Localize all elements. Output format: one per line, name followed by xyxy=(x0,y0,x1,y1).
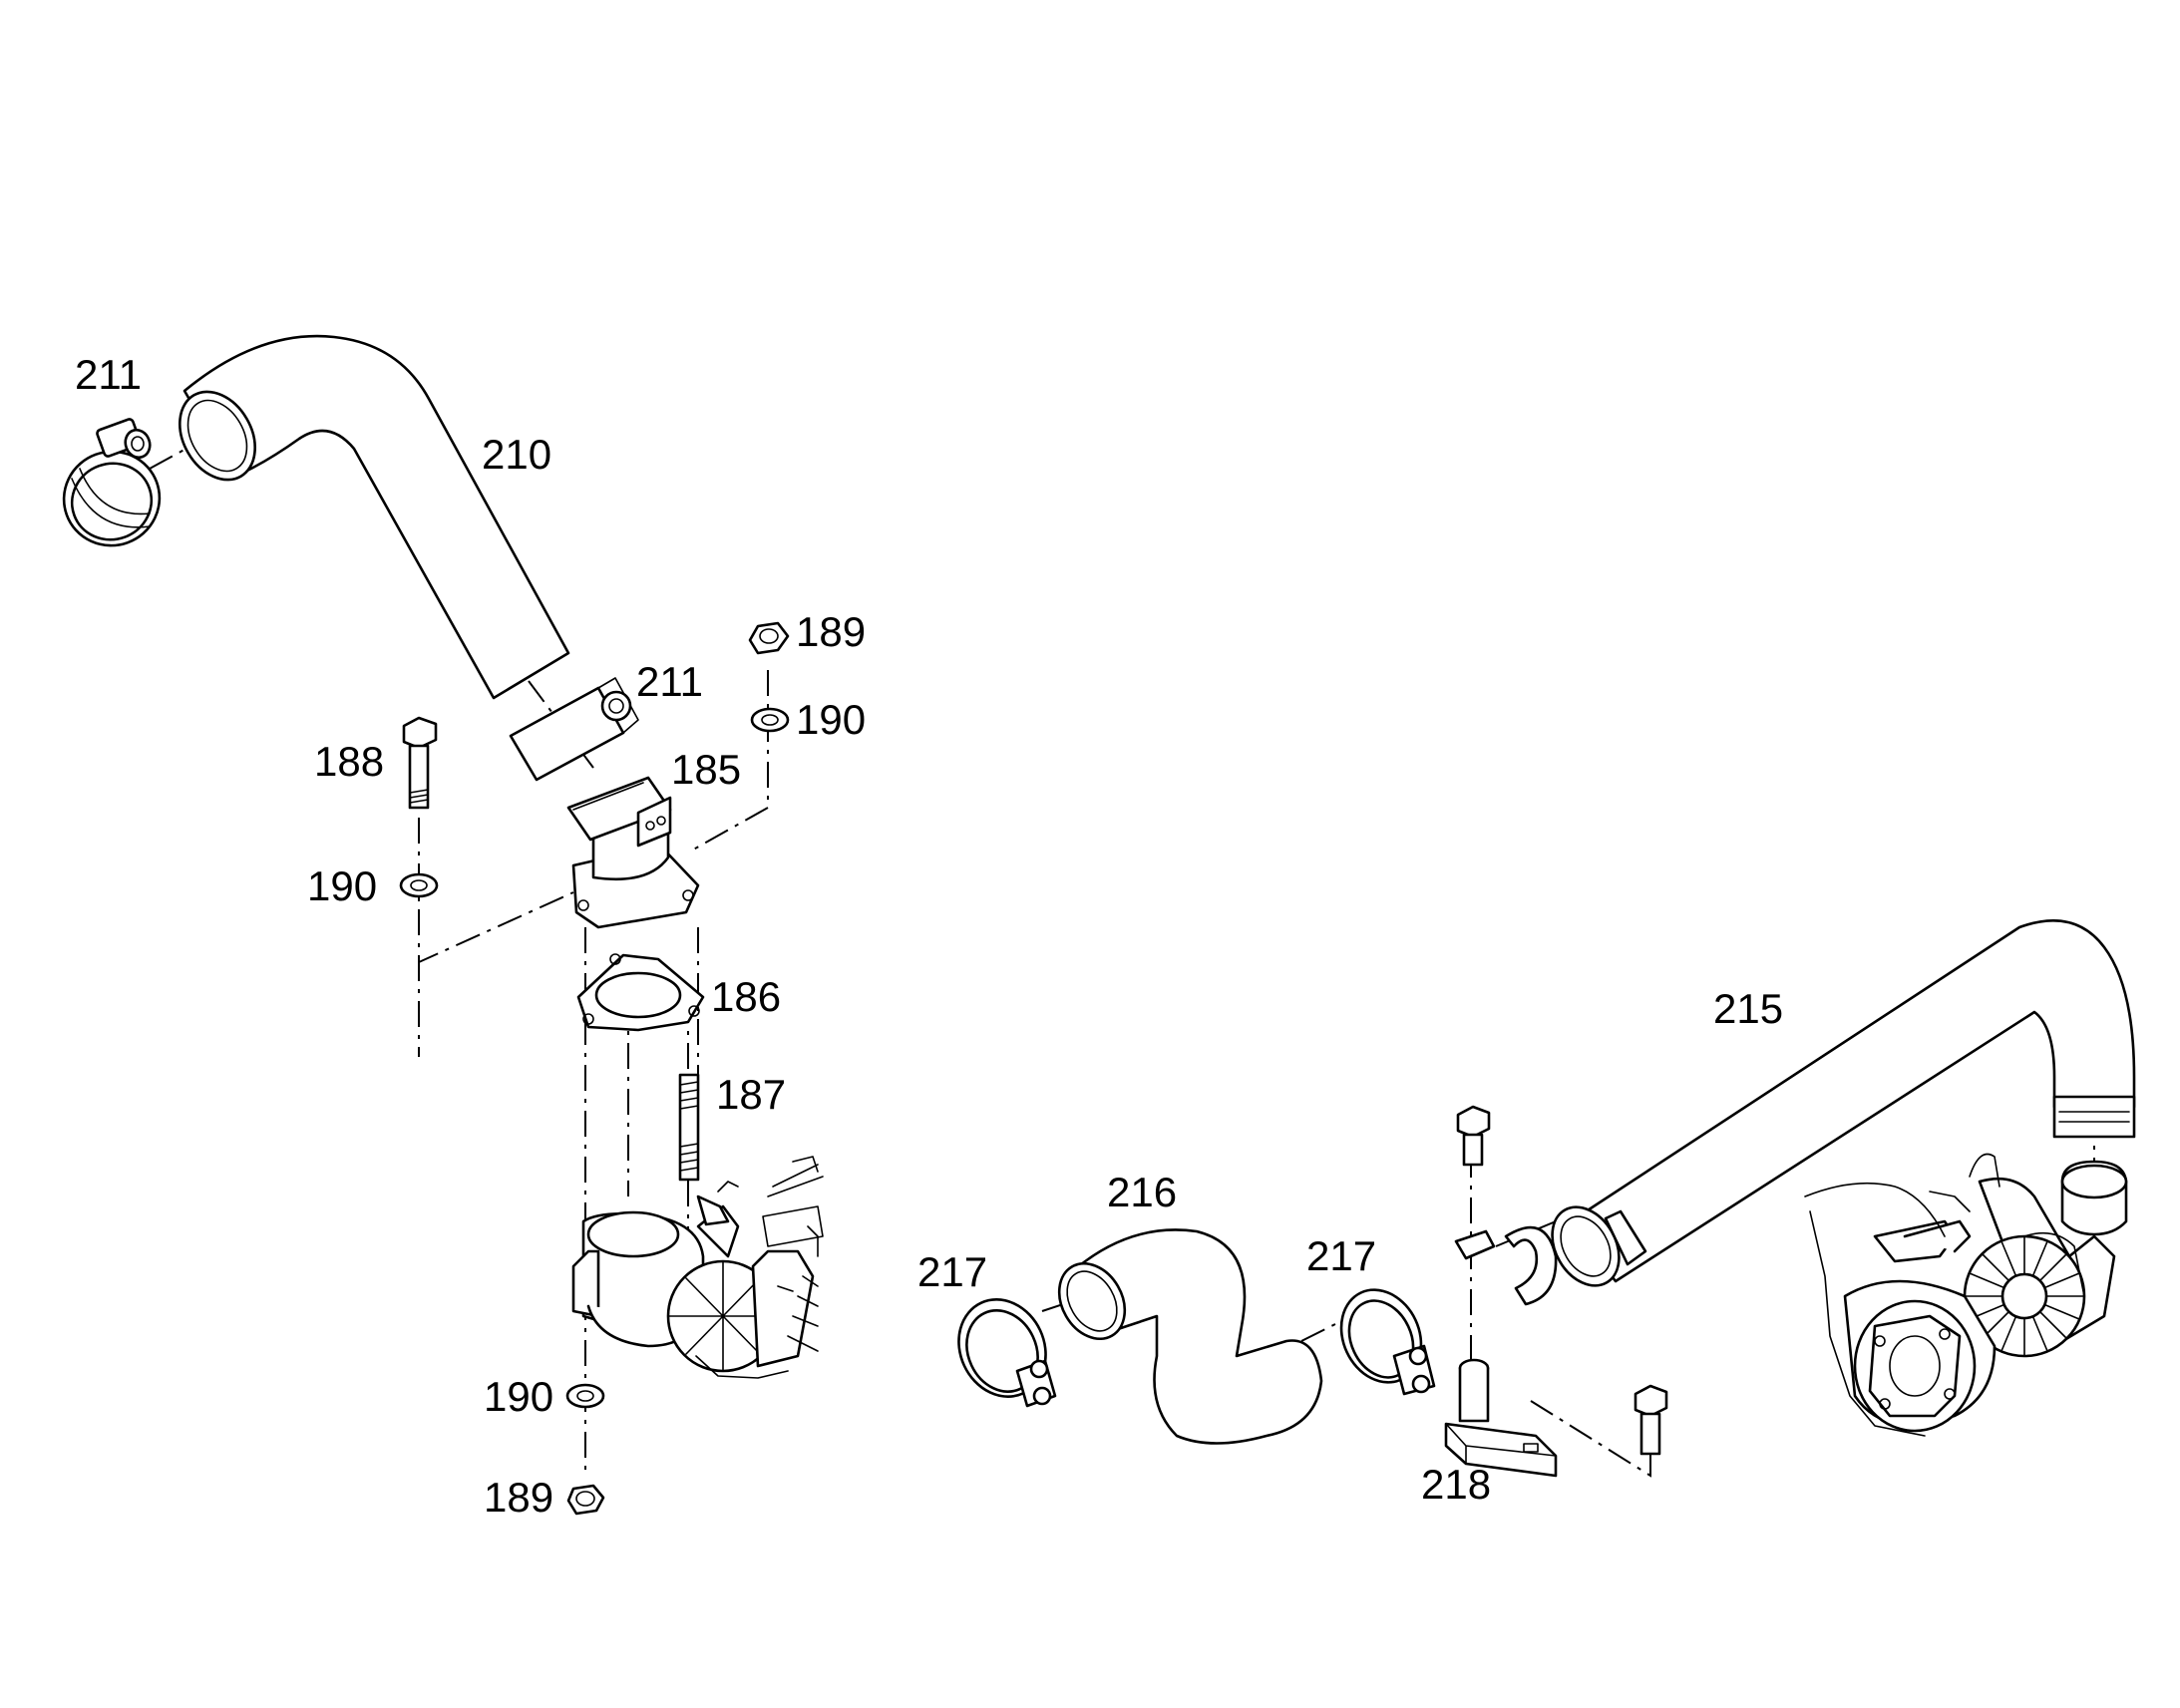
sleeve-211-middle xyxy=(509,677,639,782)
washer-190-top xyxy=(750,707,790,733)
callout-217-left: 217 xyxy=(917,1248,987,1295)
callout-190-top: 190 xyxy=(796,696,866,743)
bolt-right xyxy=(1634,1384,1668,1456)
callout-211-top: 211 xyxy=(75,351,142,398)
band-clamp-217-left xyxy=(957,1298,1057,1408)
washer-190-left xyxy=(399,872,439,898)
callout-215: 215 xyxy=(1713,985,1783,1032)
flanged-elbow-185 xyxy=(566,776,700,929)
callout-188: 188 xyxy=(314,738,384,785)
callout-216: 216 xyxy=(1107,1169,1177,1215)
band-clamp-217-right xyxy=(1339,1288,1436,1396)
callout-189-top: 189 xyxy=(796,608,866,655)
bolt-188 xyxy=(402,716,438,810)
bolt-upper-bracket xyxy=(1456,1105,1491,1167)
half-clamp-bracket xyxy=(1454,1225,1558,1306)
hose-clamp-211-top xyxy=(62,418,162,547)
nut-189-bottom xyxy=(566,1484,605,1516)
support-bracket-218 xyxy=(1444,1358,1558,1478)
gasket-186 xyxy=(576,953,705,1032)
callout-210: 210 xyxy=(482,431,551,478)
engine-housing-left xyxy=(571,1156,824,1379)
long-pipe-215 xyxy=(1551,919,2136,1287)
turbocharger-right xyxy=(1804,1153,2128,1437)
callout-189-bottom: 189 xyxy=(484,1474,553,1521)
callout-187: 187 xyxy=(716,1071,786,1118)
bent-pipe-210 xyxy=(179,334,570,700)
washer-190-bottom xyxy=(565,1383,605,1409)
callout-185: 185 xyxy=(671,746,741,793)
callout-labels: 211 210 211 189 190 188 185 190 186 187 … xyxy=(75,351,1783,1521)
callout-218: 218 xyxy=(1421,1461,1491,1508)
stud-187 xyxy=(678,1073,700,1182)
s-hose-216 xyxy=(1057,1228,1323,1445)
callout-211-middle: 211 xyxy=(636,658,703,705)
callout-217-right: 217 xyxy=(1306,1232,1376,1279)
nut-189-top xyxy=(748,621,790,655)
callout-190-bottom: 190 xyxy=(484,1373,553,1420)
callout-186: 186 xyxy=(711,973,781,1020)
callout-190-left: 190 xyxy=(307,862,377,909)
